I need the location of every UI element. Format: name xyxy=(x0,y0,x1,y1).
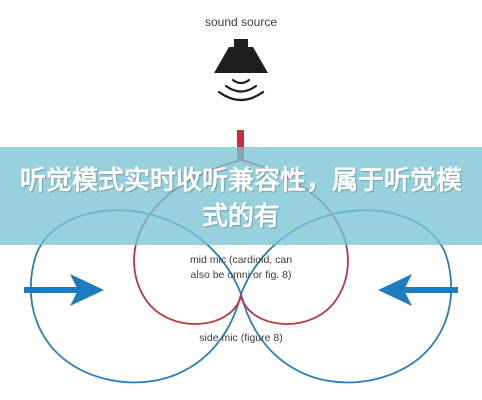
mid-mic-label-line1: mid mic (cardioid, can xyxy=(190,254,292,266)
sound-source-label: sound source xyxy=(205,15,277,29)
side-mic-label: side mic (figure 8) xyxy=(199,332,282,344)
left-blue-arrow-icon xyxy=(24,274,104,306)
title-banner: 听觉模式实时收听兼容性，属于听觉模式的有 xyxy=(0,147,482,245)
banner-title: 听觉模式实时收听兼容性，属于听觉模式的有 xyxy=(19,166,462,232)
sound-waves-icon xyxy=(217,78,265,102)
right-blue-arrow-icon xyxy=(378,274,458,306)
red-arrow-icon xyxy=(237,130,244,160)
speaker-icon xyxy=(214,39,268,73)
mid-mic-label-line2: also be omni or fig. 8) xyxy=(191,269,292,281)
